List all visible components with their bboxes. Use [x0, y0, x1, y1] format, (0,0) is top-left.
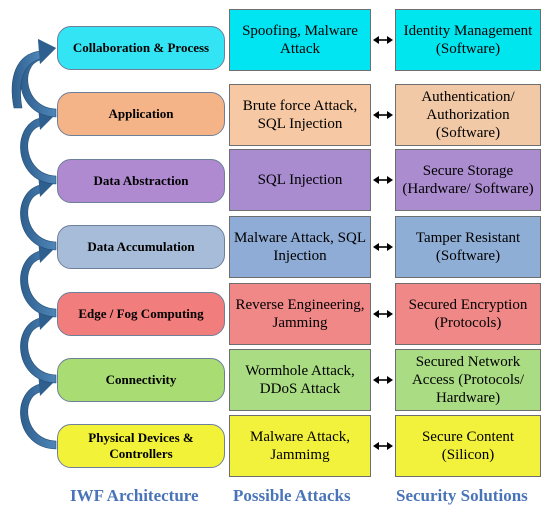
attack-text: Reverse Engineering, Jamming	[235, 297, 365, 331]
attack-cell: Malware Attack, SQL Injection	[229, 216, 371, 278]
attack-text: Malware Attack, Jammimg	[250, 429, 350, 463]
layer-application: Application	[57, 92, 225, 136]
layer-data-abstraction: Data Abstraction	[57, 159, 225, 203]
footer-security-solutions: Security Solutions	[396, 486, 528, 505]
solution-text: Secure Storage (Hardware/ Software)	[402, 163, 534, 197]
attack-text: Spoofing, Malware Attack	[242, 23, 358, 57]
solution-cell: Tamper Resistant (Software)	[395, 216, 541, 278]
solution-text: Secured Network Access (Protocols/ Hardw…	[411, 354, 525, 406]
layer-label: Data Abstraction	[93, 173, 189, 189]
footer-iwf-architecture: IWF Architecture	[70, 486, 199, 505]
curved-arrow-icon	[11, 39, 56, 109]
layer-label: Data Accumulation	[87, 239, 195, 255]
layer-label: Edge / Fog Computing	[78, 306, 204, 322]
solution-cell: Authentication/ Authorization (Software)	[395, 84, 541, 146]
layer-label: Collaboration & Process	[72, 40, 210, 56]
solution-text: Identity Management (Software)	[403, 23, 533, 57]
layer-collaboration-process: Collaboration & Process	[57, 26, 225, 70]
double-arrow-icon	[373, 111, 393, 119]
solution-text: Tamper Resistant (Software)	[415, 230, 521, 264]
layer-label: Physical Devices & Controllers	[88, 430, 194, 461]
double-arrow-icon	[373, 176, 393, 184]
attack-cell: Spoofing, Malware Attack	[229, 9, 371, 71]
attack-text: SQL Injection	[257, 172, 343, 188]
attack-cell: SQL Injection	[229, 149, 371, 211]
layer-physical-devices: Physical Devices & Controllers	[57, 424, 225, 468]
solution-cell: Secure Storage (Hardware/ Software)	[395, 149, 541, 211]
attack-cell: Malware Attack, Jammimg	[229, 415, 371, 477]
solution-text: Secured Encryption (Protocols)	[408, 297, 528, 331]
solution-cell: Secured Encryption (Protocols)	[395, 283, 541, 345]
flow-arrows	[11, 39, 57, 450]
solution-cell: Secure Content (Silicon)	[395, 415, 541, 477]
attack-text: Wormhole Attack, DDoS Attack	[245, 363, 355, 397]
layer-label: Connectivity	[105, 372, 177, 388]
footer-possible-attacks: Possible Attacks	[233, 486, 351, 505]
attack-cell: Brute force Attack, SQL Injection	[229, 84, 371, 146]
double-arrow-icon	[373, 310, 393, 318]
solution-cell: Secured Network Access (Protocols/ Hardw…	[395, 349, 541, 411]
attack-cell: Wormhole Attack, DDoS Attack	[229, 349, 371, 411]
attack-text: Brute force Attack, SQL Injection	[242, 98, 358, 132]
attack-cell: Reverse Engineering, Jamming	[229, 283, 371, 345]
layer-connectivity: Connectivity	[57, 358, 225, 402]
solution-cell: Identity Management (Software)	[395, 9, 541, 71]
double-arrow-icon	[373, 442, 393, 450]
double-arrows	[373, 36, 393, 450]
double-arrow-icon	[373, 376, 393, 384]
layer-label: Application	[108, 106, 174, 122]
layer-edge-fog-computing: Edge / Fog Computing	[57, 292, 225, 336]
solution-text: Secure Content (Silicon)	[421, 429, 515, 463]
solution-text: Authentication/ Authorization (Software)	[421, 89, 515, 141]
attack-text: Malware Attack, SQL Injection	[233, 230, 367, 264]
double-arrow-icon	[373, 36, 393, 44]
layer-data-accumulation: Data Accumulation	[57, 225, 225, 269]
double-arrow-icon	[373, 243, 393, 251]
